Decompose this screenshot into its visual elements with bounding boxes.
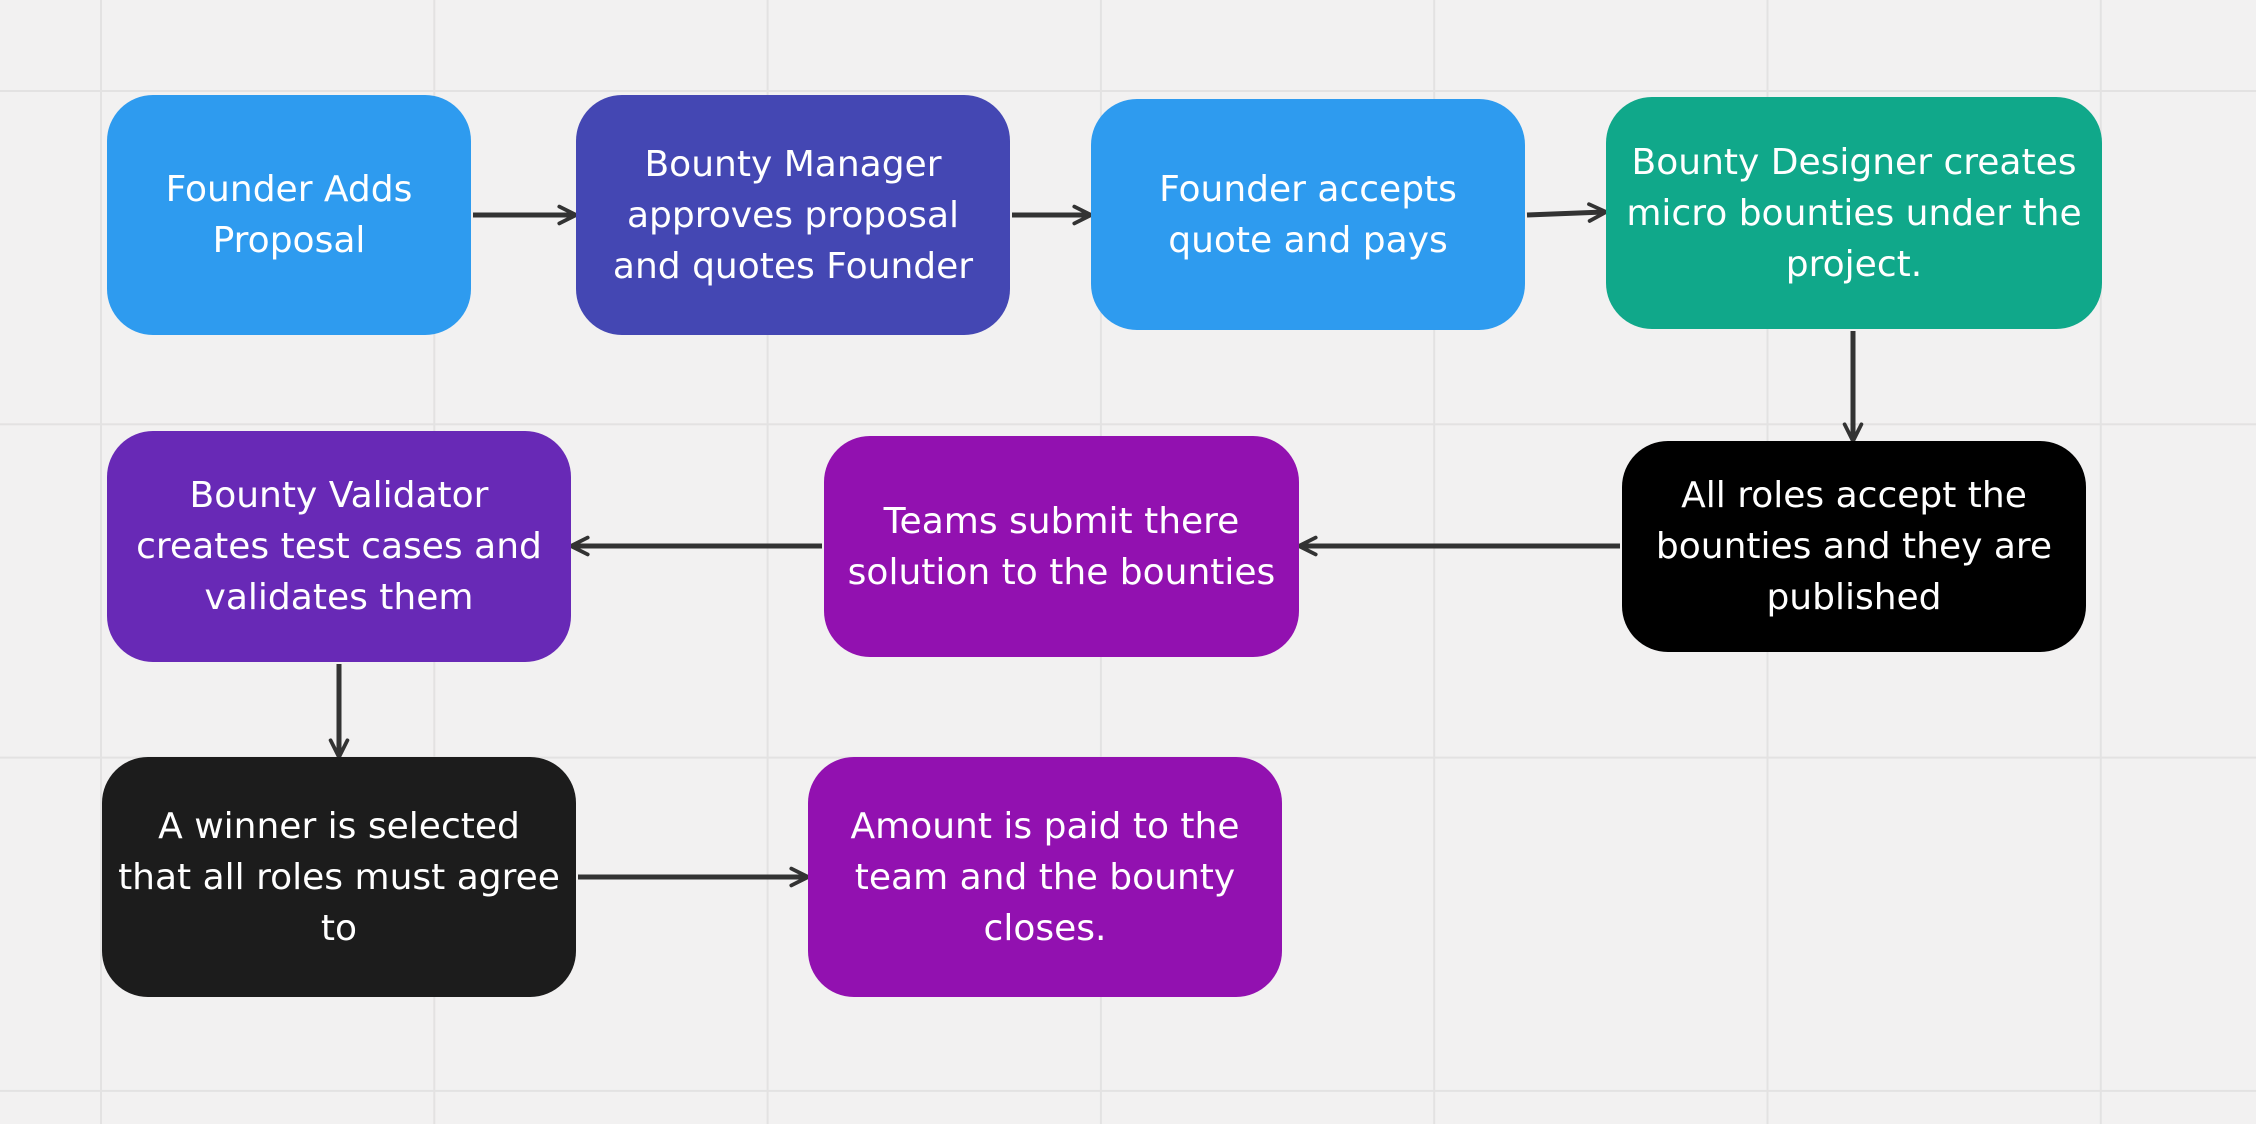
node-amount-paid-label: Amount is paid to the team and the bount… [850, 805, 1240, 949]
node-teams-submit-solution[interactable]: Teams submit there solution to the bount… [824, 436, 1299, 657]
node-winner-selected[interactable]: A winner is selected that all roles must… [102, 757, 576, 997]
node-bounty-manager-approves-label: Bounty Manager approves proposal and quo… [612, 143, 974, 287]
node-founder-accepts-quote-label: Founder accepts quote and pays [1159, 168, 1457, 261]
node-bounty-designer-creates-label: Bounty Designer creates micro bounties u… [1626, 141, 2082, 285]
node-founder-accepts-quote[interactable]: Founder accepts quote and pays [1091, 99, 1525, 330]
node-winner-selected-label: A winner is selected that all roles must… [118, 805, 560, 949]
node-founder-adds-proposal[interactable]: Founder Adds Proposal [107, 95, 471, 335]
node-all-roles-accept-label: All roles accept the bounties and they a… [1655, 475, 2053, 618]
connector-founder-accepts-to-designer[interactable] [1526, 202, 1608, 223]
node-bounty-validator-creates-label: Bounty Validator creates test cases and … [136, 475, 542, 618]
node-bounty-manager-approves[interactable]: Bounty Manager approves proposal and quo… [576, 95, 1010, 335]
node-all-roles-accept[interactable]: All roles accept the bounties and they a… [1622, 441, 2086, 652]
node-founder-adds-proposal-label: Founder Adds Proposal [165, 169, 413, 261]
node-amount-paid[interactable]: Amount is paid to the team and the bount… [808, 757, 1282, 997]
node-bounty-validator-creates[interactable]: Bounty Validator creates test cases and … [107, 431, 571, 662]
node-bounty-designer-creates[interactable]: Bounty Designer creates micro bounties u… [1606, 97, 2102, 329]
node-teams-submit-solution-label: Teams submit there solution to the bount… [847, 500, 1276, 593]
